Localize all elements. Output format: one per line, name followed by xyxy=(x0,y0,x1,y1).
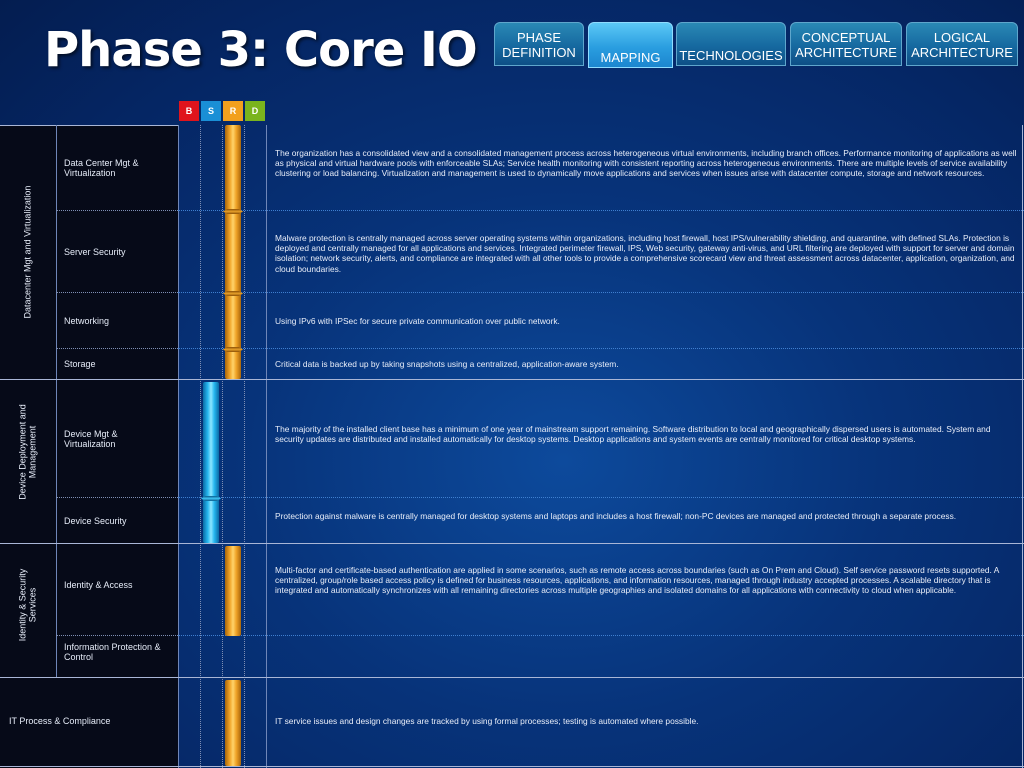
bar-notch xyxy=(201,496,221,501)
level-dynamic-label: D xyxy=(245,101,265,121)
tab-phase-definition[interactable]: PHASE DEFINITION xyxy=(494,22,584,66)
row-label-storage: Storage xyxy=(64,359,96,369)
tab-conceptual-architecture[interactable]: CONCEPTUAL ARCHITECTURE xyxy=(790,22,902,66)
level-rationalized-label: R xyxy=(223,101,243,121)
level-standardized-label: S xyxy=(201,101,221,121)
row-label-it-process: IT Process & Compliance xyxy=(9,716,111,726)
level-basic-label: B xyxy=(179,101,199,121)
group-divider xyxy=(56,125,57,678)
tab-label-line2: MAPPING xyxy=(600,50,661,65)
group-label-device-deployment: Device Deployment and Management xyxy=(17,404,38,500)
group-label-identity-security: Identity & Security Services xyxy=(17,568,38,642)
row-sep xyxy=(56,211,178,293)
group-sep xyxy=(0,125,1024,380)
row-label-datacenter-mgt: Data Center Mgt & Virtualization xyxy=(64,158,139,178)
row-sep xyxy=(56,125,178,211)
row-desc-identity-access: Multi-factor and certificate-based authe… xyxy=(275,565,999,596)
grid-bottom xyxy=(0,766,1024,767)
level-bar-datacenter-rationalized xyxy=(225,125,241,379)
column-divider xyxy=(244,125,245,768)
row-desc-device-mgt: The majority of the installed client bas… xyxy=(275,424,991,445)
row-label-information-protection: Information Protection & Control xyxy=(64,642,161,662)
row-label-server-security: Server Security xyxy=(64,247,126,257)
row-desc-networking: Using IPv6 with IPSec for secure private… xyxy=(275,316,560,326)
bar-notch xyxy=(223,347,243,352)
group-sep xyxy=(0,544,1024,678)
page-title: Phase 3: Core IO xyxy=(44,22,478,78)
row-desc-device-security: Protection against malware is centrally … xyxy=(275,511,957,521)
row-sep xyxy=(178,211,1024,293)
row-sep xyxy=(56,544,178,636)
row-sep xyxy=(178,544,1024,636)
tab-label-line2: DEFINITION xyxy=(502,45,576,60)
column-divider xyxy=(200,125,201,768)
left-column-bg xyxy=(0,125,178,768)
group-sep xyxy=(0,380,1024,544)
row-label-networking: Networking xyxy=(64,316,110,326)
row-sep xyxy=(178,125,1024,211)
tab-mapping[interactable]: MAPPING xyxy=(588,22,673,68)
tab-label-line2: ARCHITECTURE xyxy=(911,45,1013,60)
row-desc-datacenter-mgt: The organization has a consolidated view… xyxy=(275,148,1017,179)
tab-label-line1: LOGICAL xyxy=(933,30,991,45)
level-bar-device-standardized xyxy=(203,382,219,543)
row-desc-storage: Critical data is backed up by taking sna… xyxy=(275,359,619,369)
row-label-identity-access: Identity & Access xyxy=(64,580,133,590)
tab-label-line2: ARCHITECTURE xyxy=(795,45,897,60)
level-bar-identity-rationalized xyxy=(225,546,241,636)
tab-label-line1: CONCEPTUAL xyxy=(801,30,891,45)
row-label-device-security: Device Security xyxy=(64,516,127,526)
row-sep xyxy=(56,293,178,349)
row-sep xyxy=(56,380,178,498)
tab-label-line2: TECHNOLOGIES xyxy=(679,48,783,63)
row-sep xyxy=(178,380,1024,498)
level-bar-it-process-rationalized xyxy=(225,680,241,766)
group-label-datacenter: Datacenter Mgt and Virtualization xyxy=(22,185,33,319)
bar-notch xyxy=(223,209,243,214)
row-label-device-mgt: Device Mgt & Virtualization xyxy=(64,429,118,449)
bar-notch xyxy=(223,291,243,296)
grid-right-edge xyxy=(1022,125,1024,768)
row-sep xyxy=(178,293,1024,349)
capability-grid: Datacenter Mgt and Virtualization Device… xyxy=(0,125,1024,768)
row-desc-server-security: Malware protection is centrally managed … xyxy=(275,233,1015,274)
column-divider xyxy=(178,125,179,768)
tab-technologies[interactable]: TECHNOLOGIES xyxy=(676,22,786,66)
column-divider xyxy=(222,125,223,768)
tab-label-line1: PHASE xyxy=(516,30,562,45)
tab-logical-architecture[interactable]: LOGICAL ARCHITECTURE xyxy=(906,22,1018,66)
row-desc-it-process: IT service issues and design changes are… xyxy=(275,716,699,726)
column-divider xyxy=(266,125,267,768)
